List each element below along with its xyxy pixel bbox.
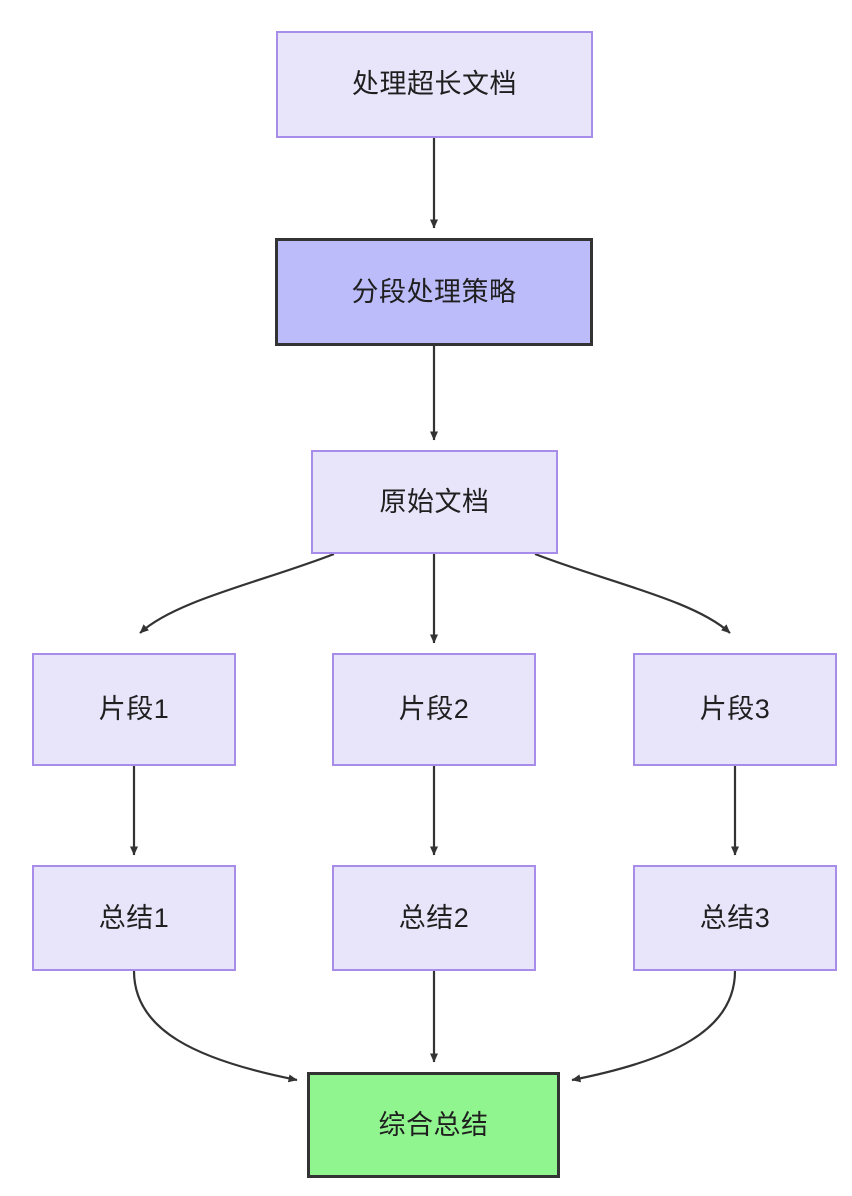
node-summary-2-label: 总结2 [398,902,470,933]
edge-summary-3-to-final [571,970,737,1083]
node-doc-input[interactable]: 处理超长文档 [276,31,593,138]
edge-summary-1-to-final [132,970,298,1083]
node-chunk-3-label: 片段3 [699,694,771,725]
node-source-doc-label: 原始文档 [379,486,490,517]
node-chunk-3[interactable]: 片段3 [633,653,837,766]
node-chunk-1[interactable]: 片段1 [32,653,236,766]
node-chunk-2[interactable]: 片段2 [332,653,536,766]
node-source-doc[interactable]: 原始文档 [311,450,558,554]
node-strategy-label: 分段处理策略 [351,276,517,307]
node-strategy[interactable]: 分段处理策略 [275,238,593,346]
node-summary-2[interactable]: 总结2 [332,865,536,971]
edge-source-doc-to-chunk-1 [139,552,335,634]
node-final[interactable]: 综合总结 [307,1072,560,1178]
node-summary-3-label: 总结3 [699,902,771,933]
edge-source-doc-to-chunk-3 [534,552,731,634]
node-summary-3[interactable]: 总结3 [633,865,837,971]
node-summary-1[interactable]: 总结1 [32,865,236,971]
node-chunk-1-label: 片段1 [98,694,170,725]
node-final-label: 综合总结 [378,1109,489,1140]
node-doc-input-label: 处理超长文档 [352,69,517,100]
node-summary-1-label: 总结1 [98,902,170,933]
node-chunk-2-label: 片段2 [398,694,470,725]
